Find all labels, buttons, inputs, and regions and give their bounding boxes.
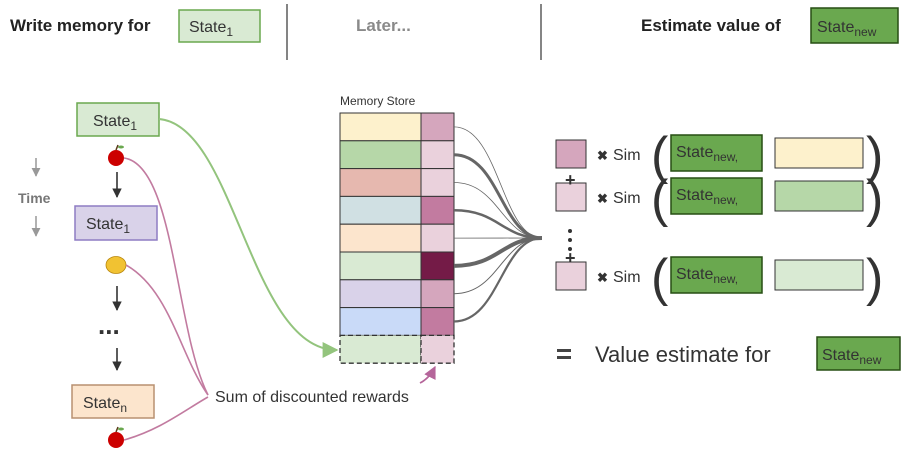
write-memory-label: Write memory for [10, 16, 151, 35]
time-label: Time [18, 190, 51, 206]
header-state1-text: State1 [189, 19, 233, 39]
header-statenew-text: Statenew [817, 19, 877, 39]
memory-value-cell [420, 334, 455, 364]
multiply-icon: ✖ [597, 148, 608, 163]
close-paren: ) [866, 170, 883, 228]
estimate-value-label: Estimate value of [641, 16, 781, 35]
open-paren: ( [651, 170, 669, 228]
state1-mid-text: State1 [86, 216, 130, 236]
sim-label: Sim [613, 269, 641, 286]
value-estimate-label: Value estimate for [595, 342, 771, 367]
memory-value-cell [420, 112, 455, 142]
later-label: Later... [356, 16, 411, 35]
query-statenew-box [670, 177, 763, 215]
memory-key-cell [339, 195, 422, 225]
equals-sign-bottom [557, 356, 571, 359]
multiply-icon: ✖ [597, 270, 608, 285]
close-paren: ) [866, 249, 883, 307]
memory-value-cell [420, 251, 455, 281]
result-statenew-text: Statenew [822, 347, 882, 367]
sim-label: Sim [613, 190, 641, 207]
similarity-row: ✖ Sim ( Statenew,) [555, 127, 883, 185]
similarity-connector [453, 153, 543, 240]
query-statenew-text: Statenew, [676, 266, 738, 286]
write-memory-arrow [158, 118, 339, 358]
memory-key-cell [339, 223, 422, 253]
memory-key-cell [339, 307, 422, 336]
equals-sign-top [557, 349, 571, 352]
memory-key-cell [339, 334, 422, 364]
similarity-row: ✖ Sim ( Statenew,) [555, 170, 883, 228]
memory-value-cell [420, 195, 455, 225]
memory-value-cell [420, 168, 455, 197]
memory-value-cell [420, 140, 455, 170]
memory-key-cell [339, 251, 422, 281]
memory-key-cell [339, 112, 422, 142]
header-statenew-box [810, 7, 899, 44]
sim-label: Sim [613, 147, 641, 164]
memory-key-box [774, 259, 864, 291]
staten-text: Staten [83, 395, 127, 415]
query-statenew-text: Statenew, [676, 144, 738, 164]
apple-icon [108, 426, 124, 448]
memory-key-cell [339, 140, 422, 170]
memory-key-box [774, 180, 864, 212]
similarity-panel: ✖ Sim ( Statenew,) ✖ Sim ( Statenew,) ✖ Sim ( State… [555, 127, 883, 307]
memory-value-cell [420, 279, 455, 309]
ellipsis: ... [98, 310, 120, 340]
open-paren: ( [651, 127, 669, 185]
memory-value-cell [420, 307, 455, 336]
memory-store-title: Memory Store [340, 94, 416, 108]
close-paren: ) [866, 127, 883, 185]
staten-box [71, 384, 155, 419]
query-statenew-box [670, 256, 763, 294]
query-statenew-text: Statenew, [676, 187, 738, 207]
similarity-connector [453, 126, 543, 239]
memory-key-cell [339, 168, 422, 197]
result-statenew-box [816, 336, 901, 371]
memory-store: Memory Store [339, 94, 543, 364]
similarity-connector [453, 236, 543, 268]
memory-value-square [555, 139, 587, 169]
multiply-icon: ✖ [597, 191, 608, 206]
reward-curves [123, 157, 209, 441]
lemon-icon [105, 256, 127, 274]
plus-sign: + [565, 170, 576, 190]
state1-mid-box [74, 205, 158, 241]
query-statenew-box [670, 134, 763, 172]
open-paren: ( [651, 249, 669, 307]
result-row: Value estimate for Statenew [557, 336, 901, 371]
plus-sign: + [565, 248, 576, 268]
state1-top-text: State1 [93, 113, 137, 133]
header: Write memory for State1 Later... Estimat… [10, 4, 899, 60]
similarity-row: ✖ Sim ( Statenew,) [555, 249, 883, 307]
similarity-connector [453, 236, 543, 323]
rewards-arrow [419, 365, 436, 384]
memory-key-box [774, 137, 864, 169]
rewards-label: Sum of discounted rewards [215, 389, 409, 406]
trajectory: Time State1 State1 ... Staten [18, 102, 209, 448]
memory-value-square [555, 261, 587, 291]
vertical-dots [568, 229, 572, 251]
memory-value-square [555, 182, 587, 212]
memory-key-cell [339, 279, 422, 309]
apple-icon [108, 144, 124, 166]
memory-value-cell [420, 223, 455, 253]
header-state1-box [178, 9, 261, 43]
